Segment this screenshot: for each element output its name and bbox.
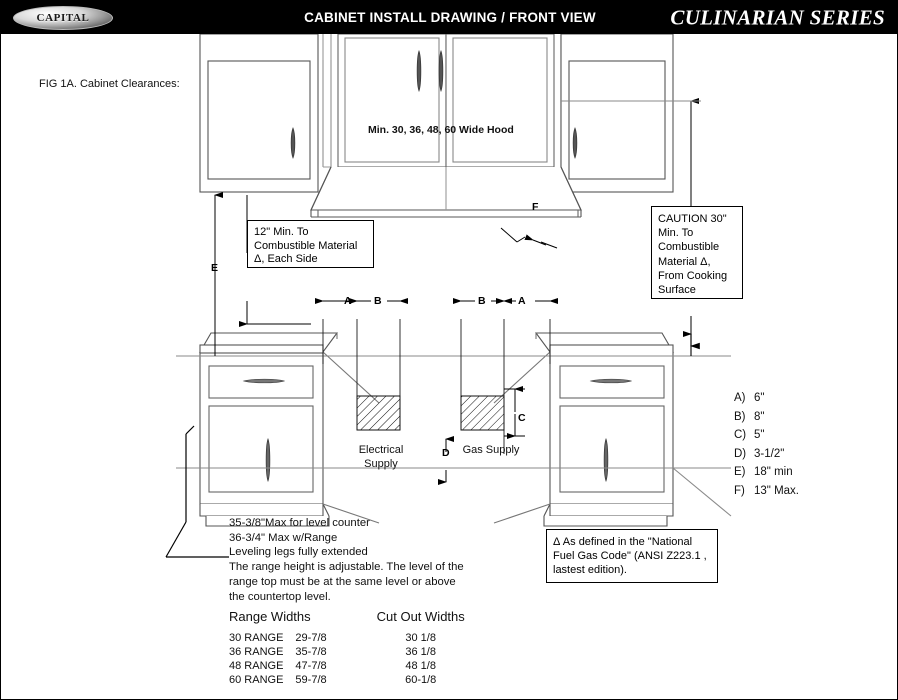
- counter-height-leader: [165, 425, 229, 558]
- gas-supply-box: [460, 395, 505, 431]
- legend-value: 13" Max.: [754, 484, 799, 497]
- table-row: 36 RANGE 35-7/8 36 1/8: [229, 645, 465, 659]
- cell-cutout-width: 60-1/8: [405, 674, 437, 686]
- legend-item: D) 3-1/2": [734, 445, 799, 464]
- legend-item: E) 18" min: [734, 463, 799, 482]
- legend-key: B): [734, 410, 746, 423]
- left-base-cabinet: [199, 332, 380, 527]
- logo-text: CAPITAL: [36, 11, 90, 24]
- cell-cutout-width: 30 1/8: [405, 632, 436, 644]
- table-header-cutout-widths: Cut Out Widths: [376, 609, 465, 624]
- cell-model: 36 RANGE: [229, 646, 284, 658]
- figure-label: FIG 1A. Cabinet Clearances:: [39, 78, 180, 90]
- legend-item: F) 13" Max.: [734, 482, 799, 501]
- legend-item: B) 8": [734, 408, 799, 427]
- electrical-supply-box: [356, 395, 401, 431]
- cell-model: 48 RANGE: [229, 660, 284, 672]
- cell-model: 60 RANGE: [229, 674, 284, 686]
- legend-value: 18" min: [754, 466, 793, 479]
- legend-key: D): [734, 447, 747, 460]
- counter-height-notes: 35-3/8"Max for level counter 36-3/4" Max…: [229, 516, 464, 604]
- legend-key: E): [734, 466, 746, 479]
- dim-letter-a-left: A: [344, 295, 352, 307]
- rough-in-extension-lines: [322, 319, 551, 454]
- hood-width-label: Min. 30, 36, 48, 60 Wide Hood: [368, 124, 514, 136]
- page-title: CABINET INSTALL DRAWING / FRONT VIEW: [304, 10, 596, 25]
- upper-right-cabinet: [560, 34, 674, 193]
- callout-delta-definition: Δ As defined in the "National Fuel Gas C…: [546, 529, 718, 583]
- upper-left-cabinet: [199, 34, 319, 193]
- electrical-supply-label: Electrical Supply: [358, 444, 404, 470]
- cell-cutout-width: 48 1/8: [405, 660, 436, 672]
- cell-range-width: 29-7/8: [295, 632, 327, 644]
- cell-range-width: 35-7/8: [295, 646, 327, 658]
- drawing-canvas: [1, 34, 897, 699]
- callout-caution-30in: CAUTION 30" Min. To Combustible Material…: [651, 206, 743, 299]
- dimension-legend: A) 6" B) 8" C) 5" D) 3-1/2" E) 18" min F) 13" …: [734, 389, 799, 501]
- legend-key: C): [734, 429, 747, 442]
- legend-value: 8": [754, 410, 765, 423]
- table-header-range-widths: Range Widths: [229, 609, 311, 624]
- cell-range-width: 59-7/8: [295, 674, 327, 686]
- table-row: 30 RANGE 29-7/8 30 1/8: [229, 631, 465, 645]
- cell-cutout-width: 36 1/8: [405, 646, 436, 658]
- note-line: range top must be at the same level or a…: [229, 575, 456, 588]
- cabinet-elevation-drawing: [165, 34, 732, 558]
- dim-letter-e: E: [211, 262, 219, 274]
- note-line: the countertop level.: [229, 590, 331, 603]
- dim-letter-d: D: [442, 447, 450, 459]
- dim-letter-b-left: B: [374, 295, 382, 307]
- dimension-c: [504, 386, 525, 439]
- legend-value: 5": [754, 429, 765, 442]
- note-line: The range height is adjustable. The leve…: [229, 561, 464, 574]
- legend-key: A): [734, 392, 746, 404]
- dimension-f: [500, 227, 558, 249]
- gas-supply-label: Gas Supply: [462, 444, 520, 456]
- cell-model: 30 RANGE: [229, 632, 284, 644]
- upper-center-cabinets: [322, 34, 570, 168]
- legend-item: C) 5": [734, 426, 799, 445]
- legend-item: A) 6": [734, 389, 799, 408]
- table-header-row: Range Widths Cut Out Widths: [229, 609, 465, 631]
- wall-and-floor-lines: [176, 355, 732, 517]
- table-row: 48 RANGE 47-7/8 48 1/8: [229, 659, 465, 673]
- table-row: 60 RANGE 59-7/8 60-1/8: [229, 673, 465, 687]
- note-line: 35-3/8"Max for level counter: [229, 517, 370, 529]
- right-base-cabinet: [493, 332, 674, 527]
- legend-key: F): [734, 484, 745, 497]
- width-table: Range Widths Cut Out Widths 30 RANGE 29-…: [229, 609, 465, 687]
- dim-letter-c: C: [518, 412, 526, 424]
- cell-range-width: 47-7/8: [295, 660, 327, 672]
- dim-letter-b-right: B: [478, 295, 486, 307]
- dim-letter-f: F: [532, 201, 539, 213]
- legend-value: 6": [754, 392, 765, 404]
- legend-value: 3-1/2": [754, 447, 785, 460]
- title-bar: CAPITAL CABINET INSTALL DRAWING / FRONT …: [1, 1, 897, 34]
- callout-combustible-clearance: 12" Min. To Combustible Material Δ, Each…: [247, 220, 374, 268]
- series-title: CULINARIAN SERIES: [670, 5, 885, 29]
- logo-oval-icon: CAPITAL: [13, 5, 113, 30]
- dim-letter-a-right: A: [518, 295, 526, 307]
- dimension-e: [214, 192, 223, 356]
- note-line: Leveling legs fully extended: [229, 546, 368, 559]
- capital-logo: CAPITAL: [13, 5, 113, 30]
- note-line: 36-3/4" Max w/Range: [229, 531, 338, 544]
